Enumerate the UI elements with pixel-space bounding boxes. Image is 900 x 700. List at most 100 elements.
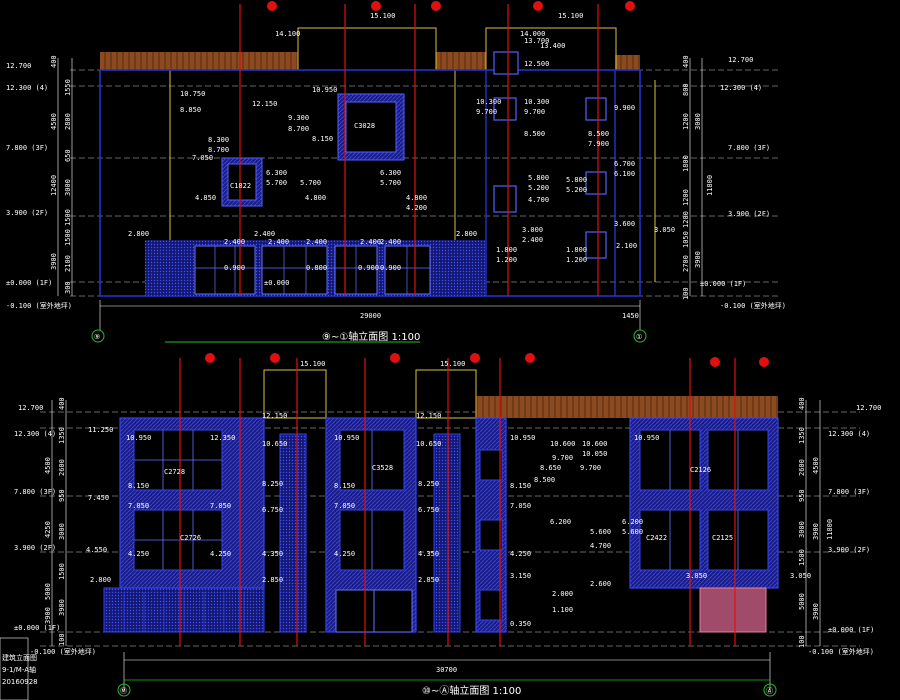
dim-value: 1500 [64,229,72,246]
level-label: 12.700 [856,404,881,412]
annotation: 2.400 [360,238,381,246]
annotation: 10.050 [582,450,607,458]
annotation: 8.250 [418,480,439,488]
level-label: 12.700 [18,404,43,412]
dim-value: 3000 [694,113,702,130]
annotation: 12.350 [210,434,235,442]
level-label: -0.100 (室外地坪) [808,647,874,656]
level-label: ±0.000 (1F) [700,280,746,288]
annotation: 5.700 [266,179,287,187]
upper-top-elevations: 14.100 15.100 15.100 13.700 14.000 13.40… [275,12,583,68]
annotation: 1.800 [496,246,517,254]
dim-value: 3900 [50,253,58,270]
lower-left-dims: 400 1350 4500 2600 950 4250 3000 5000 39… [44,397,66,646]
annotation: 0.350 [510,620,531,628]
annotation: 9.700 [552,454,573,462]
annotation: 6.300 [380,169,401,177]
level-label: 12.300 (4) [14,430,56,438]
level-label: -0.100 (室外地坪) [6,301,72,310]
dim-value: 400 [682,55,690,68]
dim-value: 3900 [44,607,52,624]
annotation: 2.800 [90,576,111,584]
dim-value: 300 [64,281,72,294]
annotation: 4.200 [406,204,427,212]
window-code: C3528 [372,464,393,472]
annotation: 9.700 [476,108,497,116]
annotation: 2.400 [268,238,289,246]
dim-value: 1500 [58,563,66,580]
annotation: 7.050 [334,502,355,510]
dim-value: 2100 [64,255,72,272]
annotation: 3.000 [522,226,543,234]
pink-entrance [699,587,767,633]
annotation: 4.250 [510,550,531,558]
level-label: 12.300 (4) [828,430,870,438]
dim-value: 800 [682,83,690,96]
annotation: 6.200 [550,518,571,526]
annotation: 3.050 [654,226,675,234]
elevation-label: 13.700 [524,37,549,45]
dim-value: 100 [798,635,806,648]
annotation: 1.200 [496,256,517,264]
dim-value: 400 [58,397,66,410]
dim-value: 5000 [798,593,806,610]
annotation: 6.750 [262,506,283,514]
dim-value: 3900 [812,523,820,540]
window-code: C2126 [690,466,711,474]
annotation: 2.800 [128,230,149,238]
annotation: 2.100 [616,242,637,250]
annotation: 3.050 [790,572,811,580]
lower-axis-left-marker [117,683,131,697]
title-block [0,637,29,700]
title-line: 建筑立面图 [2,653,37,662]
elevation-label: 14.100 [275,30,300,38]
window-code: C2422 [646,534,667,542]
annotation: 7.050 [210,502,231,510]
level-label: 12.300 (4) [720,84,762,92]
dim-value: 4500 [50,113,58,130]
annotation: 0.900 [358,264,379,272]
dim-value: 1500 [798,549,806,566]
upper-roof [100,52,298,70]
annotation: 9.700 [580,464,601,472]
upper-window-codes: C3028 C1822 [230,122,375,190]
window-code: C3028 [354,122,375,130]
annotation: 3.600 [614,220,635,228]
level-label: -0.100 (室外地坪) [720,301,786,310]
dim-value: 950 [58,489,66,502]
window-code: C1822 [230,182,251,190]
elevation-label: 15.100 [558,12,583,20]
level-label: 12.700 [6,62,31,70]
annotation: 4.350 [262,550,283,558]
dim-value: 4250 [44,521,52,538]
dim-value: 2800 [64,113,72,130]
annotation: 3.150 [510,572,531,580]
lower-left-levels: 12.700 12.300 (4) 7.800 (3F) 3.900 (2F) … [14,404,96,656]
dim-value: 100 [58,633,66,646]
annotation: ±0.000 [264,279,289,287]
annotation: 8.150 [510,482,531,490]
annotation: 10.600 [582,440,607,448]
dim-value: 1200 [682,211,690,228]
annotation: 8.250 [262,480,283,488]
lower-roof [476,396,778,418]
annotation: 8.150 [312,135,333,143]
upper-right-dims: 400 800 1200 3000 1800 1200 2700 3900 12… [682,55,714,300]
annotation: 5.700 [380,179,401,187]
annotation: 4.800 [305,194,326,202]
dim-value: 1350 [798,427,806,444]
annotation: 2.400 [522,236,543,244]
upper-caption: ⑨~①轴立面图 1:100 [322,330,420,343]
upper-axis-left: ⑨ [94,333,100,341]
dim-value: 1050 [682,231,690,248]
annotation: 2.600 [590,580,611,588]
lower-right-levels: 12.700 12.300 (4) 7.800 (3F) 3.900 (2F) … [808,404,881,656]
annotation: 0.900 [380,264,401,272]
dim-value: 3000 [58,523,66,540]
annotation: 10.300 [476,98,501,106]
annotation: 2.400 [224,238,245,246]
dim-value: 1200 [682,189,690,206]
dim-value: 3900 [58,599,66,616]
annotation: 0.900 [224,264,245,272]
level-label: 12.300 (4) [6,84,48,92]
